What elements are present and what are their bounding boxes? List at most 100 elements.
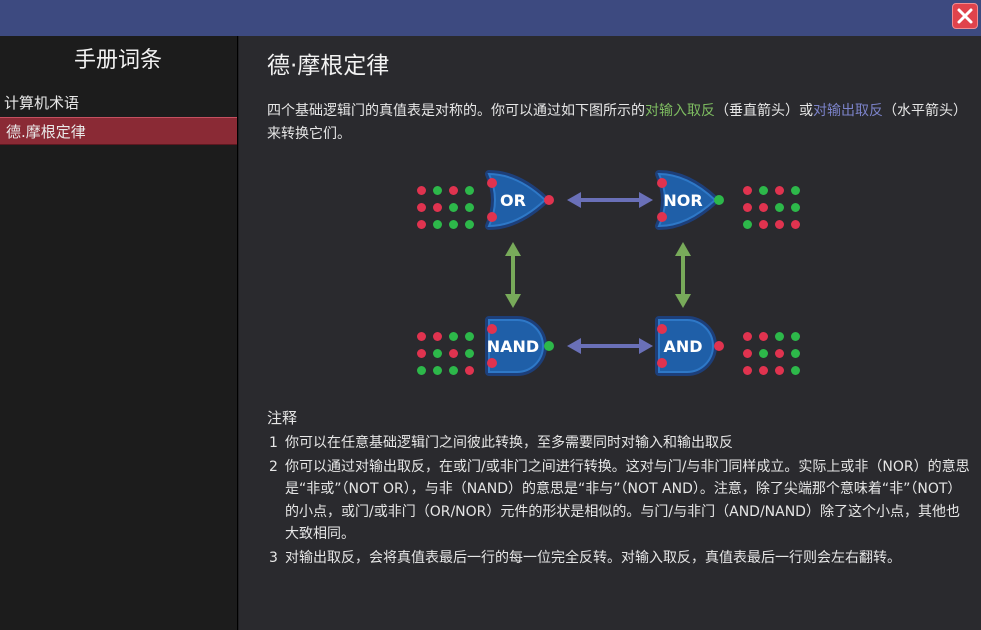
truth-table-dot — [449, 332, 458, 341]
truth-table-dot — [791, 203, 800, 212]
truth-table-dot — [759, 220, 768, 229]
notes-list: 1 你可以在任意基础逻辑门之间彼此转换，至多需要同时对输入和输出取反 2 你可以… — [267, 432, 973, 570]
truth-table-dot — [743, 186, 752, 195]
gate-label: NOR — [663, 191, 702, 210]
truth-table-dot — [417, 186, 426, 195]
vertical-arrow-head — [505, 294, 521, 308]
truth-table-dot — [449, 349, 458, 358]
truth-table-dot — [791, 220, 800, 229]
horizontal-arrow-head — [567, 192, 581, 208]
truth-table-dot — [743, 203, 752, 212]
note-number: 2 — [269, 458, 278, 475]
truth-table-dot — [433, 349, 442, 358]
close-button[interactable] — [952, 3, 978, 29]
note-text: 你可以通过对输出取反，在或门/或非门之间进行转换。这对与门/与非门同样成立。实际… — [285, 458, 970, 543]
note-item: 2 你可以通过对输出取反，在或门/或非门之间进行转换。这对与门/与非门同样成立。… — [267, 456, 973, 546]
truth-table-dot — [759, 186, 768, 195]
gate-input-dot — [657, 178, 667, 188]
gate-output-dot — [544, 195, 554, 205]
horizontal-arrow-head — [639, 192, 653, 208]
truth-table-dot — [759, 332, 768, 341]
truth-table-dot — [465, 186, 474, 195]
truth-table-dot — [775, 203, 784, 212]
truth-table-dot — [449, 366, 458, 375]
truth-table-dot — [417, 332, 426, 341]
truth-table-dot — [449, 203, 458, 212]
truth-table-dot — [417, 349, 426, 358]
horizontal-arrow-head — [639, 338, 653, 354]
truth-table-dot — [417, 366, 426, 375]
gate-input-dot — [657, 324, 667, 334]
intro-text-2: （垂直箭头）或 — [715, 103, 813, 119]
truth-table-dot — [417, 203, 426, 212]
intro-paragraph: 四个基础逻辑门的真值表是对称的。你可以通过如下图所示的对输入取反（垂直箭头）或对… — [267, 100, 973, 146]
truth-table-dot — [433, 332, 442, 341]
truth-table-dot — [449, 220, 458, 229]
vertical-arrow-head — [505, 242, 521, 256]
gate-input-dot — [487, 178, 497, 188]
truth-table-dot — [743, 332, 752, 341]
truth-table-dot — [791, 366, 800, 375]
horizontal-arrow-head — [567, 338, 581, 354]
close-x-icon — [957, 8, 973, 24]
truth-table-dot — [465, 220, 474, 229]
gate-label: AND — [663, 337, 702, 356]
note-text: 对输出取反，会将真值表最后一行的每一位完全反转。对输入取反，真值表最后一行则会左… — [285, 549, 901, 566]
truth-table-dot — [791, 349, 800, 358]
gate-input-dot — [657, 358, 667, 368]
truth-table-dot — [775, 186, 784, 195]
intro-text-3: （水平箭头）来转换它们。 — [267, 103, 967, 142]
notes-title: 注释 — [267, 409, 298, 427]
truth-table-dot — [465, 332, 474, 341]
note-text: 你可以在任意基础逻辑门之间彼此转换，至多需要同时对输入和输出取反 — [285, 435, 733, 451]
truth-table-dot — [743, 366, 752, 375]
de-morgan-diagram: OR NOR NAND AND — [417, 170, 800, 376]
gate-input-dot — [657, 212, 667, 222]
truth-table-dot — [433, 186, 442, 195]
sidebar: 手册词条 计算机术语 德.摩根定律 — [0, 36, 238, 630]
note-item: 3 对输出取反，会将真值表最后一行的每一位完全反转。对输入取反，真值表最后一行则… — [267, 547, 973, 570]
truth-table-dot — [759, 349, 768, 358]
link-negate-inputs[interactable]: 对输入取反 — [645, 103, 715, 119]
gate-input-dot — [487, 358, 497, 368]
note-number: 3 — [269, 549, 278, 566]
gate-body — [487, 172, 547, 228]
truth-table-dot — [759, 203, 768, 212]
article-panel: 德·摩根定律 四个基础逻辑门的真值表是对称的。你可以通过如下图所示的对输入取反（… — [239, 36, 981, 630]
truth-table-dot — [433, 203, 442, 212]
page-title: 德·摩根定律 — [267, 53, 390, 79]
truth-table-dot — [433, 220, 442, 229]
link-negate-outputs[interactable]: 对输出取反 — [813, 103, 883, 119]
gate-input-dot — [487, 324, 497, 334]
sidebar-title: 手册词条 — [73, 48, 162, 73]
truth-table-dot — [775, 366, 784, 375]
gate-body — [657, 172, 717, 228]
truth-table-dot — [465, 203, 474, 212]
intro-text-1: 四个基础逻辑门的真值表是对称的。你可以通过如下图所示的 — [267, 103, 645, 119]
sidebar-item-de-morgan[interactable]: 德.摩根定律 — [0, 117, 237, 145]
truth-table-dot — [417, 220, 426, 229]
note-item: 1 你可以在任意基础逻辑门之间彼此转换，至多需要同时对输入和输出取反 — [267, 432, 973, 455]
truth-table-dot — [775, 220, 784, 229]
truth-table-dot — [465, 349, 474, 358]
truth-table-dot — [449, 186, 458, 195]
gate-input-dot — [487, 212, 497, 222]
truth-table-dot — [775, 332, 784, 341]
gate-output-dot — [544, 341, 554, 351]
truth-table-dot — [791, 186, 800, 195]
gate-body — [658, 319, 714, 373]
sidebar-item-computer-terms[interactable]: 计算机术语 — [4, 94, 80, 112]
truth-table-dot — [465, 366, 474, 375]
gate-label: NAND — [487, 337, 539, 356]
title-bar — [0, 0, 981, 36]
gate-body — [488, 319, 544, 373]
gate-label: OR — [500, 191, 526, 210]
truth-table-dot — [743, 349, 752, 358]
vertical-arrow-head — [675, 242, 691, 256]
truth-table-dot — [759, 366, 768, 375]
truth-table-dot — [791, 332, 800, 341]
truth-table-dot — [743, 220, 752, 229]
gate-output-dot — [714, 195, 724, 205]
gate-output-dot — [714, 341, 724, 351]
note-number: 1 — [269, 435, 278, 451]
